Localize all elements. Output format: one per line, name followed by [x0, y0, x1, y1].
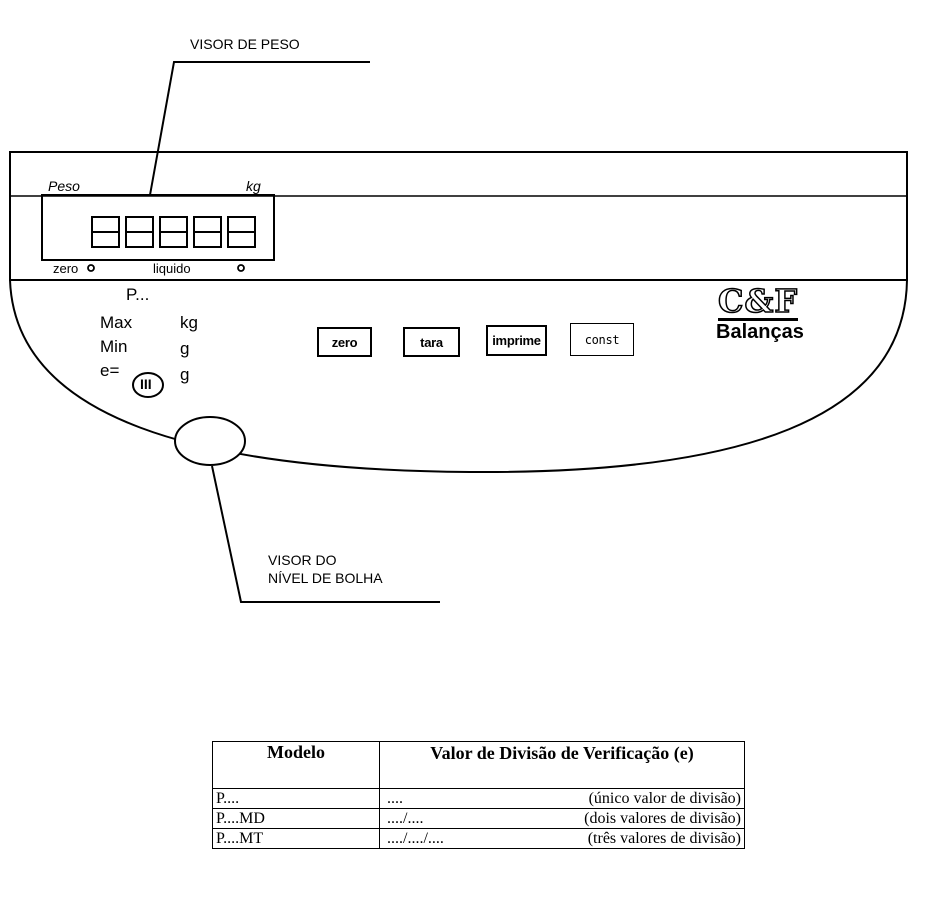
model-label: P... — [126, 285, 150, 304]
table-cell-value: ..../..../.... (três valores de divisão) — [379, 828, 745, 849]
table-cell-value: ..../.... (dois valores de divisão) — [379, 808, 745, 829]
division-value: .... — [387, 789, 403, 807]
peso-label: Peso — [48, 178, 80, 194]
e-unit: g — [180, 365, 190, 384]
liquido-indicator-lamp — [237, 264, 245, 272]
bubble-level-callout-line1: VISOR DO — [268, 552, 337, 568]
table-row: P....MT ..../..../.... (três valores de … — [212, 828, 745, 849]
zero-indicator-label: zero — [53, 261, 79, 276]
bubble-level-callout-line2: NÍVEL DE BOLHA — [268, 570, 383, 586]
table-cell-model: P....MD — [212, 808, 380, 829]
unit-kg-label: kg — [246, 178, 261, 194]
weight-display-callout: VISOR DE PESO — [190, 36, 300, 52]
division-description: (único valor de divisão) — [588, 789, 741, 807]
zero-button[interactable]: zero — [317, 327, 372, 357]
division-table: Modelo Valor de Divisão de Verificação (… — [212, 741, 745, 849]
division-value: ..../..../.... — [387, 829, 444, 847]
table-header-value: Valor de Divisão de Verificação (e) — [379, 741, 745, 789]
division-value: ..../.... — [387, 809, 424, 827]
division-description: (três valores de divisão) — [587, 829, 741, 847]
e-label: e= — [100, 361, 120, 380]
table-header-row: Modelo Valor de Divisão de Verificação (… — [212, 741, 745, 789]
table-row: P....MD ..../.... (dois valores de divis… — [212, 808, 745, 829]
min-unit: g — [180, 339, 190, 358]
top-panel — [9, 151, 908, 281]
tara-button[interactable]: tara — [403, 327, 460, 357]
table-cell-model: P.... — [212, 788, 380, 809]
display-window — [41, 194, 275, 261]
max-label: Max — [100, 313, 133, 332]
weight-display-leader — [149, 61, 370, 196]
imprime-button[interactable]: imprime — [486, 325, 547, 356]
accuracy-class-oval — [132, 372, 164, 398]
const-button[interactable]: const — [570, 323, 634, 356]
scale-body-outline — [9, 279, 908, 474]
accuracy-class-mark: III — [140, 376, 152, 392]
table-cell-value: .... (único valor de divisão) — [379, 788, 745, 809]
table-row: P.... .... (único valor de divisão) — [212, 788, 745, 809]
liquido-indicator-label: liquido — [153, 261, 191, 276]
digit-segments — [91, 216, 256, 248]
bubble-level-window — [174, 416, 246, 466]
min-label: Min — [100, 337, 128, 356]
bubble-level-leader — [211, 465, 440, 603]
zero-indicator-lamp — [87, 264, 95, 272]
max-unit: kg — [180, 313, 198, 332]
table-cell-model: P....MT — [212, 828, 380, 849]
brand-name: Balanças — [716, 321, 804, 343]
division-description: (dois valores de divisão) — [584, 809, 741, 827]
table-header-model: Modelo — [212, 741, 380, 789]
brand-logo: C&F — [717, 282, 799, 321]
